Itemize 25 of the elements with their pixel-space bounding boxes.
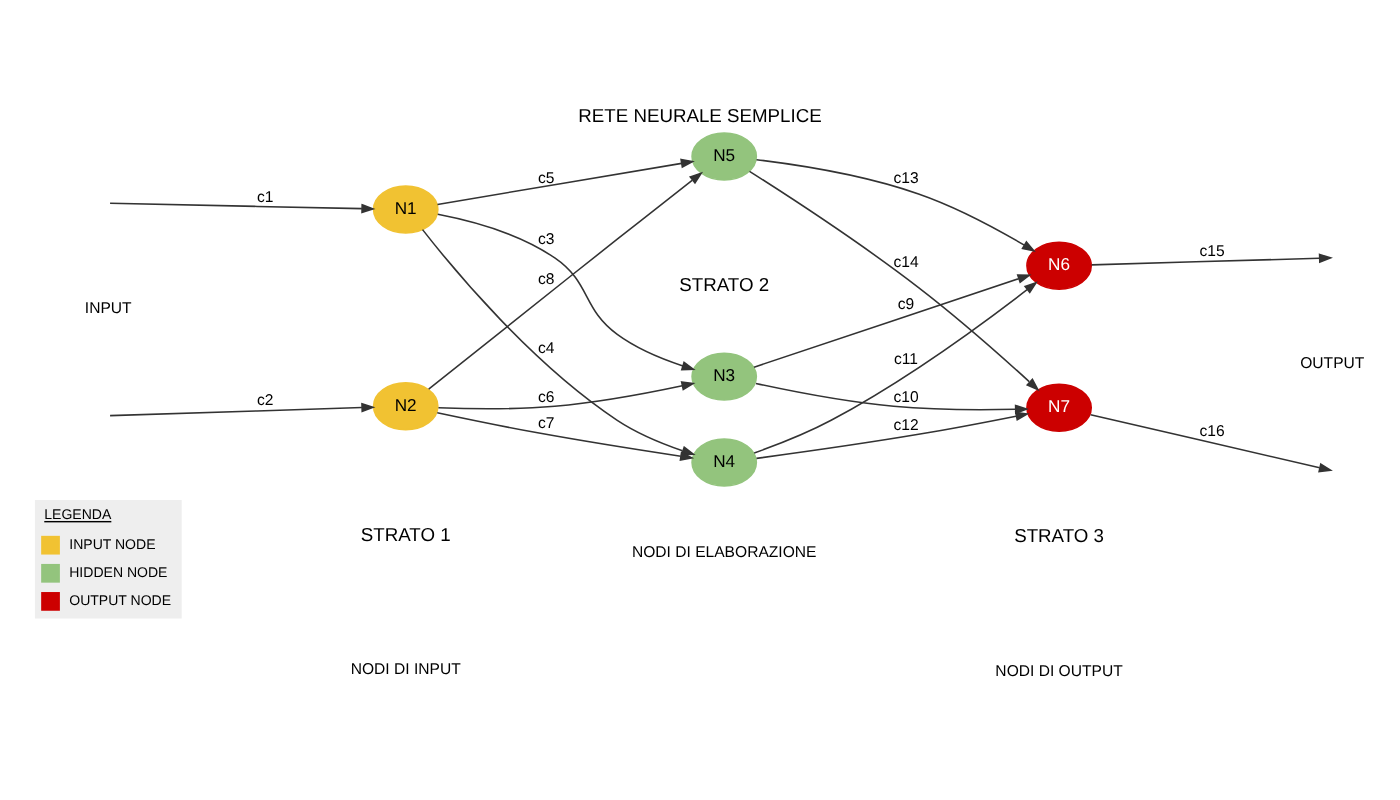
label: NODI DI ELABORAZIONE: [631, 542, 817, 561]
edge-label: c10: [893, 387, 919, 406]
edge-label: c2: [256, 390, 274, 409]
label: STRATO 1: [360, 524, 451, 545]
diagram-title: RETE NEURALE SEMPLICE: [578, 105, 822, 126]
label: STRATO 2: [679, 274, 770, 295]
edge-label: c13: [893, 168, 919, 187]
edge-label: c6: [537, 387, 555, 406]
edge-label: c15: [1199, 242, 1225, 261]
edge-label: c16: [1199, 421, 1225, 440]
label: OUTPUT: [1300, 353, 1365, 372]
label: NODI DI OUTPUT: [995, 661, 1123, 680]
edge-label: c7: [537, 414, 555, 433]
edge-label: c11: [894, 350, 919, 369]
edge-label: c9: [897, 295, 915, 314]
label: NODI DI INPUT: [350, 659, 461, 678]
edge-label: c12: [893, 415, 919, 434]
edge-label: c3: [537, 229, 555, 248]
edge-label: c5: [537, 168, 555, 187]
edge-label: c4: [537, 339, 555, 358]
edge-label: c14: [893, 253, 919, 272]
edge-label: c8: [537, 270, 555, 289]
edge-label: c1: [256, 187, 274, 206]
label: INPUT: [84, 299, 132, 318]
label: STRATO 3: [1014, 526, 1104, 547]
